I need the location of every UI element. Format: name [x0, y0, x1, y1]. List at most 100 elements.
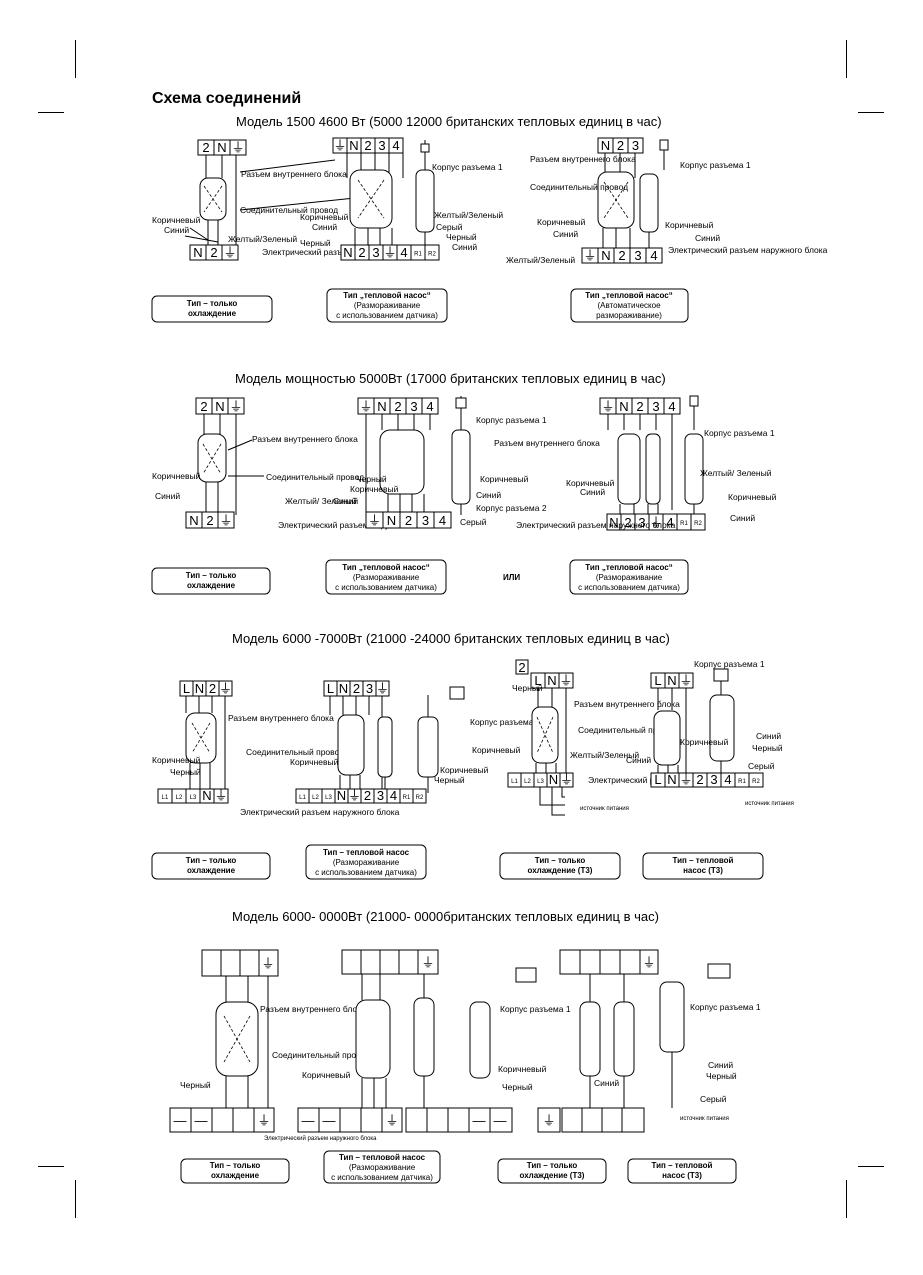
label-yellow-green: Желтый/ Зеленый — [285, 496, 357, 506]
terminal-label: N — [549, 772, 558, 787]
label-c-indoor-connector: Разъем внутреннего блока — [530, 154, 636, 164]
caption-heat-pump-t3: Тип – тепловой насос (T3) — [642, 852, 764, 880]
terminal-label: ⏚ — [679, 772, 692, 787]
terminal-label: N — [667, 673, 676, 688]
crop-mark — [75, 40, 76, 78]
label-connection-wire: Соединительный провод — [240, 205, 338, 215]
terminal-cell — [433, 511, 452, 529]
terminal-label: 2 — [358, 245, 365, 260]
terminal-label: 3 — [410, 399, 417, 414]
label-indoor-connector: Разъем внутреннего блока — [260, 1004, 366, 1014]
label-c-blue: Синий — [580, 487, 605, 497]
crop-mark — [858, 112, 884, 113]
svg-text:с использованием датчика): с использованием датчика) — [331, 1173, 433, 1182]
label-outdoor-connector: Электрический разъем наружного блока — [240, 807, 400, 817]
svg-text:с использованием датчика): с использованием датчика) — [578, 583, 680, 592]
terminal-label: L — [654, 673, 661, 688]
label-connector-housing2: Корпус разъема 2 — [476, 503, 547, 513]
terminal-label: L3 — [325, 795, 332, 801]
terminal-label: N — [349, 138, 358, 153]
terminal-label: 3 — [652, 399, 659, 414]
caption-cooling-only: Тип – только охлаждение — [151, 852, 271, 880]
terminal-label: 2 — [364, 788, 371, 803]
terminal-label: 3 — [634, 248, 641, 263]
terminal-label: 3 — [378, 138, 385, 153]
terminal-label: N — [195, 681, 204, 696]
label-gray: Серый — [460, 517, 487, 527]
svg-text:—: — — [195, 1113, 208, 1128]
terminal-label: L — [183, 681, 190, 696]
terminal-cell — [217, 511, 235, 529]
terminal-label: 4 — [392, 138, 399, 153]
terminal-label: L — [327, 681, 334, 696]
svg-text:Тип – тепловой: Тип – тепловой — [652, 1161, 713, 1170]
terminal-label: ⏚ — [559, 673, 572, 688]
label-brown-b2: Коричневый — [480, 474, 529, 484]
svg-text:—: — — [302, 1113, 315, 1128]
terminal-label: 3 — [638, 515, 645, 530]
caption-heat-pump: Тип – тепловой насос (Размораживание с и… — [305, 844, 427, 880]
terminal-label: 2 — [200, 399, 207, 414]
section-2-title: Модель мощностью 5000Вт (17000 британски… — [235, 371, 666, 386]
terminal-label: R1 — [414, 252, 422, 258]
label-brown-b2: Коричневый — [498, 1064, 547, 1074]
terminal-label: 2 — [405, 513, 412, 528]
label-c-blue-l: Синий — [594, 1078, 619, 1088]
label-d-gray: Серый — [748, 761, 775, 771]
svg-text:с использованием датчика): с использованием датчика) — [335, 583, 437, 592]
label-yellow-green: Желтый/Зеленый — [228, 234, 297, 244]
label-blue: Синий — [164, 225, 189, 235]
caption-heat-pump-auto: Тип „тепловой насос“ (Автоматическое раз… — [570, 288, 689, 323]
terminal-label: N — [387, 513, 396, 528]
svg-text:⏚: ⏚ — [421, 955, 434, 970]
svg-text:охлаждение: охлаждение — [211, 1171, 260, 1180]
svg-text:(Размораживание: (Размораживание — [354, 301, 421, 310]
label-c-connector-housing: Корпус разъема 1 — [690, 1002, 761, 1012]
label-c-yellow-green: Желтый/ Зеленый — [700, 468, 772, 478]
svg-text:насос (T3): насос (T3) — [662, 1171, 702, 1180]
terminal-label: 3 — [710, 772, 717, 787]
label-indoor-connector: Разъем внутреннего блока — [228, 713, 334, 723]
label-c-brown: Коричневый — [472, 745, 521, 755]
label-c-connection-wire: Соединительный провод — [530, 182, 628, 192]
terminal-label: R1 — [403, 795, 411, 801]
svg-text:размораживание): размораживание) — [596, 311, 662, 320]
label-black: Черный — [356, 474, 387, 484]
terminal-label: ⏚ — [219, 681, 232, 696]
svg-text:насос (T3): насос (T3) — [683, 866, 723, 875]
label-connector-housing: Корпус разъема 1 — [470, 717, 541, 727]
terminal-label: ⏚ — [560, 772, 573, 787]
terminal-label: ⏚ — [231, 140, 244, 155]
svg-text:Тип „тепловой насос“: Тип „тепловой насос“ — [585, 291, 672, 300]
section-4-diagram: ⏚ — — ⏚ Разъем внутреннего блока Соедини… — [169, 949, 761, 1184]
terminal-label: R2 — [752, 779, 760, 785]
label-or: ИЛИ — [503, 573, 520, 582]
label-connection-wire: Соединительный провод — [246, 747, 344, 757]
terminal-label: 3 — [422, 513, 429, 528]
crop-mark — [38, 1166, 64, 1167]
svg-text:с использованием датчика): с использованием датчика) — [336, 311, 438, 320]
terminal-cell — [748, 772, 764, 788]
terminal-cell — [424, 244, 440, 261]
terminal-label: 2 — [618, 248, 625, 263]
terminal-cell — [229, 139, 247, 156]
svg-text:охлаждение: охлаждение — [187, 581, 236, 590]
terminal-label: R2 — [428, 252, 436, 258]
label-outdoor-connector: Электрический разъем наружного блока — [278, 520, 438, 530]
label-blue-b2: Синий — [452, 242, 477, 252]
label-indoor-connector: Разъем внутреннего блока — [252, 434, 358, 444]
label-blue-b: Синий — [333, 496, 358, 506]
svg-text:Тип – только: Тип – только — [186, 571, 237, 580]
svg-text:охлаждение (T3): охлаждение (T3) — [520, 1171, 585, 1180]
label-brown: Коричневый — [152, 215, 201, 225]
label-d-brown: Коричневый — [680, 737, 729, 747]
